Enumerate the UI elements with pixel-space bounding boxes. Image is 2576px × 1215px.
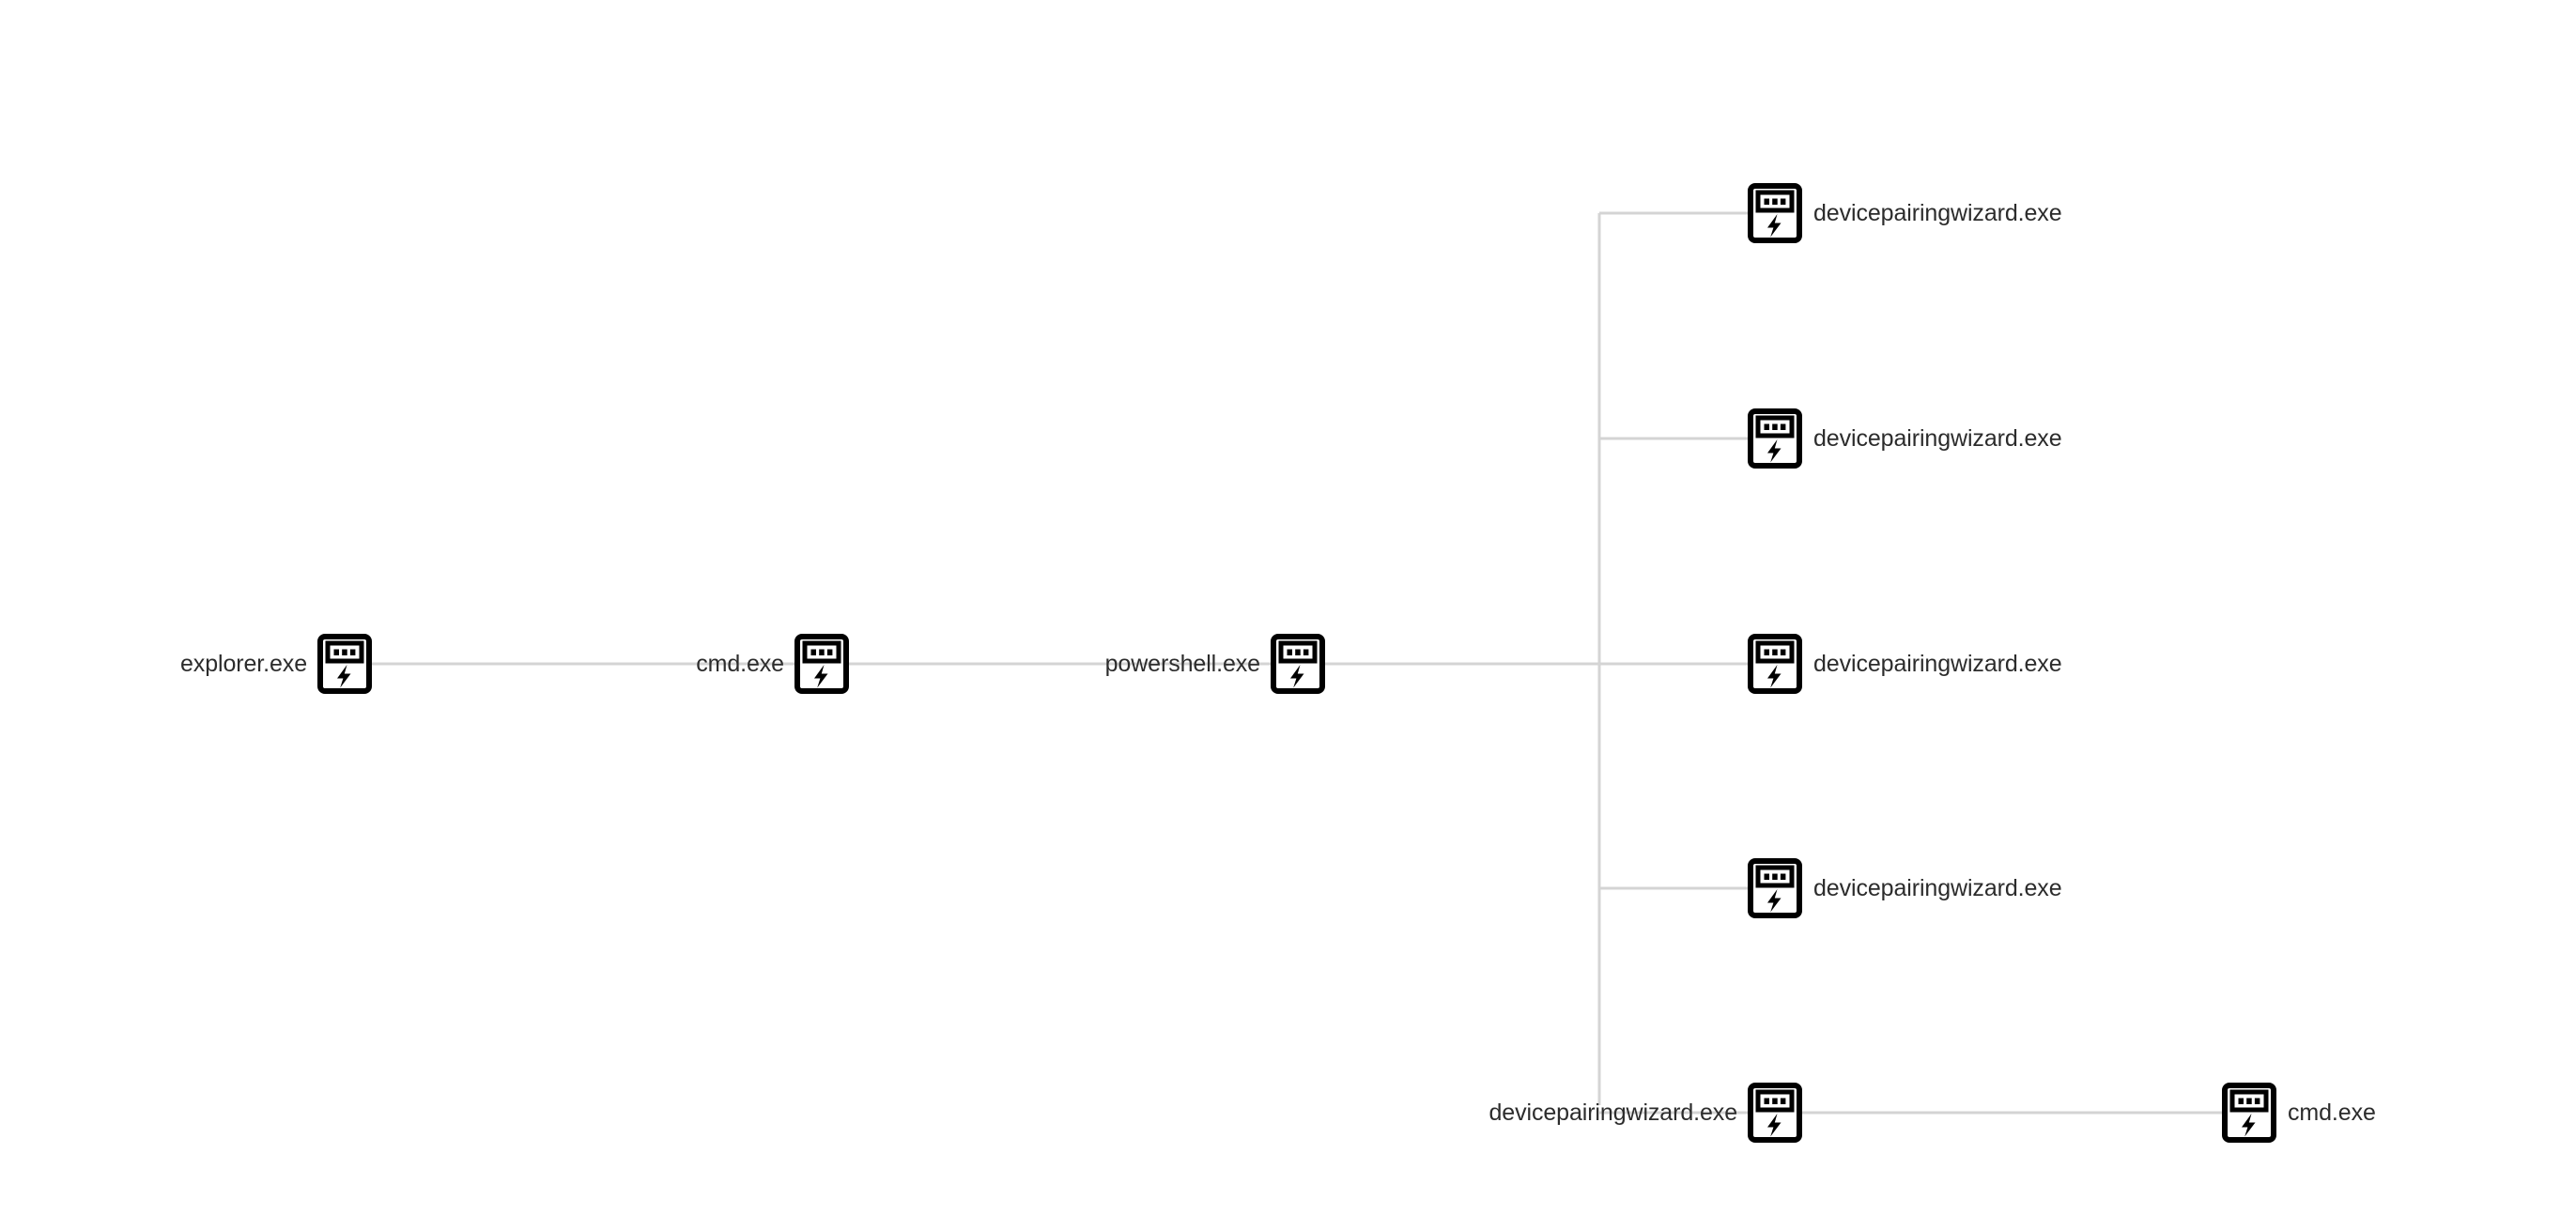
process-node-label: devicepairingwizard.exe: [1813, 874, 2062, 901]
process-executable-icon: [1748, 408, 1802, 469]
process-node-label: explorer.exe: [180, 650, 307, 677]
process-executable-icon: [1748, 858, 1802, 918]
process-node-dpw-5[interactable]: devicepairingwizard.exe: [1489, 1083, 1802, 1143]
process-node-label: cmd.exe: [696, 650, 784, 677]
process-node-dpw-1[interactable]: devicepairingwizard.exe: [1748, 183, 2062, 243]
process-node-powershell[interactable]: powershell.exe: [1105, 634, 1325, 694]
process-executable-icon: [317, 634, 372, 694]
process-node-dpw-4[interactable]: devicepairingwizard.exe: [1748, 858, 2062, 918]
process-node-cmd-2[interactable]: cmd.exe: [2222, 1083, 2376, 1143]
process-node-label: devicepairingwizard.exe: [1489, 1099, 1737, 1126]
process-executable-icon: [2222, 1083, 2276, 1143]
process-executable-icon: [1748, 183, 1802, 243]
process-executable-icon: [794, 634, 849, 694]
process-executable-icon: [1271, 634, 1325, 694]
process-node-label: cmd.exe: [2288, 1099, 2376, 1126]
process-node-label: powershell.exe: [1104, 650, 1260, 677]
process-node-explorer[interactable]: explorer.exe: [180, 634, 372, 694]
process-node-label: devicepairingwizard.exe: [1813, 424, 2062, 452]
process-node-label: devicepairingwizard.exe: [1813, 650, 2062, 677]
process-node-cmd-1[interactable]: cmd.exe: [696, 634, 849, 694]
process-node-label: devicepairingwizard.exe: [1813, 199, 2062, 226]
process-executable-icon: [1748, 1083, 1802, 1143]
process-executable-icon: [1748, 634, 1802, 694]
process-node-dpw-3[interactable]: devicepairingwizard.exe: [1748, 634, 2062, 694]
process-node-dpw-2[interactable]: devicepairingwizard.exe: [1748, 408, 2062, 469]
